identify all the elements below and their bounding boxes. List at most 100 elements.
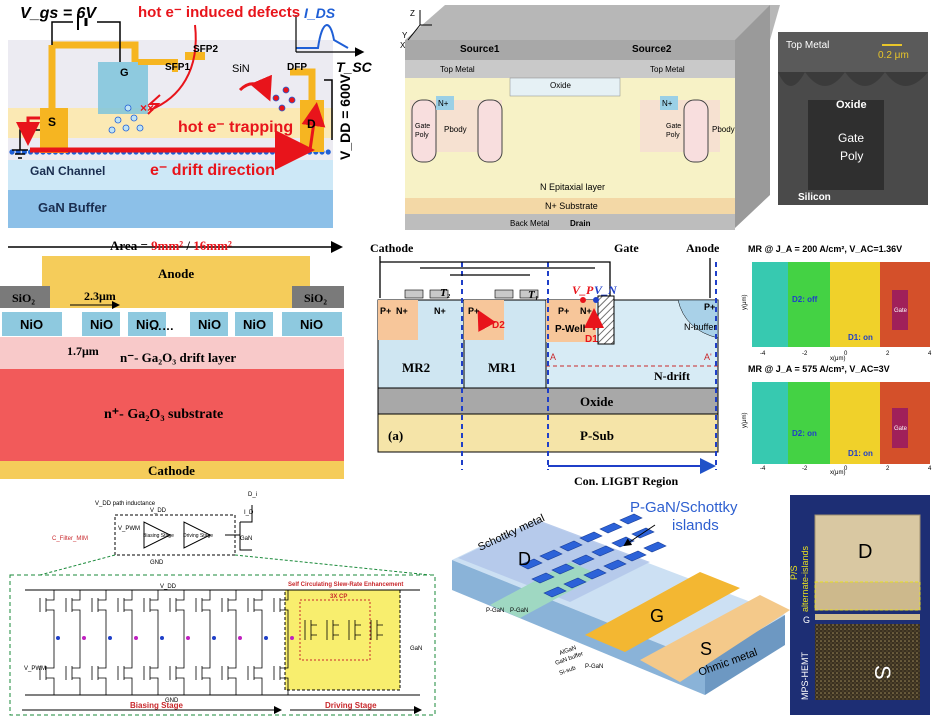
pgan-island — [531, 572, 555, 584]
vdd-path-label: V_DD path inductance — [95, 501, 156, 507]
pgan-device-panel: P-GaN/Schottky islands Schottky metal D … — [452, 499, 790, 695]
nplus-right-box — [660, 96, 678, 110]
biasing-buffer-icon — [143, 521, 172, 549]
drain-label: D — [307, 117, 316, 131]
nio-label: NiO — [243, 317, 266, 332]
driving-stage-label: Driving Stage — [325, 701, 377, 710]
gate-trench-left — [411, 99, 437, 163]
sim-top-col3 — [830, 262, 880, 347]
islands-pointer — [623, 524, 656, 547]
hot-electron — [282, 86, 290, 94]
pmos-transistor — [247, 590, 263, 620]
pgan-island — [563, 577, 587, 589]
mr2-pwell — [378, 300, 418, 340]
vp-node — [580, 297, 586, 303]
gate-left-label: Gate — [415, 123, 430, 130]
pplus-anode-label: P+ — [704, 302, 715, 312]
substrate-layer — [0, 369, 344, 461]
pgan-island — [559, 540, 583, 552]
psub-label: P-Sub — [580, 428, 614, 443]
pgan-island — [599, 522, 623, 534]
g-label: G — [650, 606, 664, 626]
substrate-label: N+ Substrate — [545, 201, 598, 211]
simulation-panel: MR @ J_A = 200 A/cm², V_AC=1.36V D2: off… — [742, 244, 932, 476]
back-metal-label: Back Metal — [510, 219, 550, 228]
area-label: Area = 9mm² / 16mm² — [110, 238, 232, 253]
biasing-block-label: Biasing Stage — [143, 533, 174, 539]
vn-node — [593, 297, 599, 303]
s-label: S — [700, 639, 712, 659]
sin-label: SiN — [232, 63, 250, 75]
zoom-lines — [39, 554, 431, 576]
sim-bottom-col2 — [788, 382, 830, 464]
nio-island — [2, 312, 62, 336]
gan-top-label: GaN — [240, 536, 252, 542]
nio-island — [190, 312, 228, 336]
gate-region — [98, 62, 148, 114]
surface-gate-box — [519, 289, 539, 299]
di-label: D_i — [248, 492, 257, 498]
nplus-1: N+ — [396, 306, 408, 316]
gan-hemt-panel: ×× V_gs = 6V hot e⁻ induced defects I_DS… — [8, 4, 373, 228]
nio-label: NiO — [300, 317, 323, 332]
top-face — [405, 5, 780, 40]
drain-wire — [324, 79, 333, 140]
sim-x-tick: 2 — [886, 466, 890, 472]
hot-electron — [130, 114, 138, 122]
sim-bottom-d1: D1: on — [848, 449, 873, 458]
scs-box — [284, 589, 401, 691]
vgs-wire — [51, 21, 121, 62]
poly-left-label: Poly — [415, 132, 429, 139]
sim-top-d1: D1: on — [848, 333, 873, 342]
hot-electron — [114, 116, 122, 124]
pgan-island — [611, 536, 635, 548]
mps-label: MPS-HEMT — [800, 652, 810, 700]
sem-poly-label: Poly — [840, 149, 863, 163]
sim-x-tick: -4 — [760, 466, 766, 472]
nmos-transistor — [39, 658, 55, 695]
gnd-top-label: GND — [150, 560, 164, 566]
oxide-label: Oxide — [580, 394, 613, 409]
pgan-island — [579, 531, 603, 543]
source-contact — [40, 108, 68, 153]
hot-electron — [108, 126, 116, 134]
surface-gate-box — [494, 289, 514, 299]
sim-bottom-col1 — [752, 382, 788, 464]
side-face — [735, 5, 770, 228]
sim-x-tick: -2 — [802, 466, 808, 472]
vdd-label: V_DD = 600V — [337, 73, 353, 160]
pwell-label: P-Well — [555, 324, 586, 335]
gnd-rail-label: GND — [165, 698, 179, 704]
trapping-arrow — [238, 74, 272, 102]
nio-label: NiO — [20, 317, 43, 332]
ground-symbol — [12, 149, 28, 159]
sim-x-tick: -2 — [802, 351, 808, 357]
drain-current-arrow — [301, 102, 326, 151]
circuit-node — [82, 636, 86, 640]
axis-x: X — [400, 41, 406, 50]
ids-label: I_DS — [304, 5, 336, 21]
electron-dot — [325, 149, 331, 155]
vpwm-label: V_PWM — [24, 666, 46, 672]
mr2-label: MR2 — [402, 360, 430, 375]
t1-label: T₁ — [528, 289, 539, 301]
ps-label-2: alternate-islands — [800, 545, 810, 612]
gate-right-label: Gate — [666, 123, 681, 130]
hot-electrons — [108, 86, 296, 134]
nmos-transistor — [273, 658, 289, 695]
defect-pointer — [149, 24, 197, 111]
gan-buffer-layer — [8, 190, 333, 228]
nplus-3: N+ — [580, 306, 592, 316]
cfilter-label: C_Filter_MIM — [52, 536, 88, 542]
pgan-island — [643, 541, 667, 553]
sem-oxide-label: Oxide — [836, 99, 867, 111]
sem-gate-trench — [808, 100, 884, 190]
vdd-top-label: V_DD — [150, 508, 167, 514]
top-metal-left-label: Top Metal — [440, 65, 475, 74]
circuit-transistors — [39, 590, 383, 695]
nio-label: NiO — [198, 317, 221, 332]
top-driver-box — [114, 514, 236, 556]
supply-rails — [25, 589, 420, 696]
nmos-transistor — [247, 658, 263, 695]
